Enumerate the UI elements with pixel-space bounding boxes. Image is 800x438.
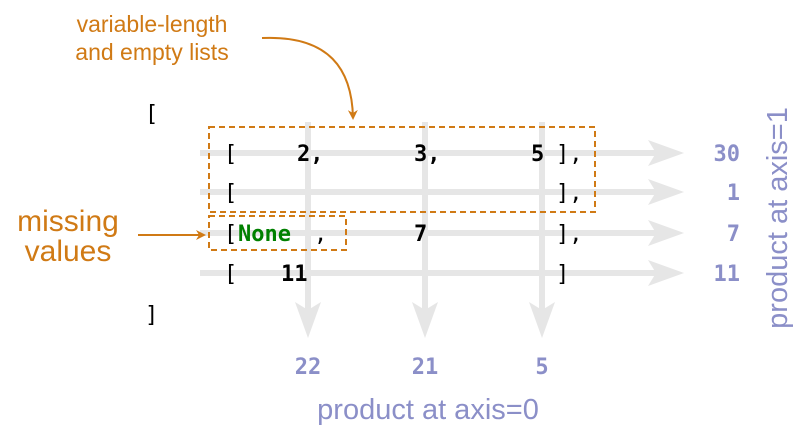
row-3: [ 11 ] — [224, 262, 569, 287]
none-cell: None — [238, 222, 291, 247]
missing-values-annotation: values — [25, 235, 112, 268]
variable-length-box — [208, 126, 596, 213]
missing-values-annotation: missing — [17, 205, 119, 238]
outer-open-bracket: [ — [145, 102, 158, 127]
row-open-bracket: [ — [224, 262, 237, 287]
axis1-results: 30 1 7 11 — [714, 142, 741, 287]
row-1: [ ], — [224, 181, 583, 206]
axis0-value: 21 — [412, 355, 439, 380]
row-close-bracket: ], — [556, 142, 583, 167]
row-close-bracket: ], — [556, 222, 583, 247]
variable-length-annotation: and empty lists — [75, 39, 228, 65]
cell: 2, — [297, 142, 324, 167]
cell-separator: , — [314, 222, 327, 247]
row-close-bracket: ], — [556, 181, 583, 206]
axis1-arrows — [200, 140, 684, 286]
row-2: [ None , 7 ], — [224, 222, 583, 247]
row-open-bracket: [ — [224, 142, 237, 167]
outer-close-bracket: ] — [145, 303, 158, 328]
cell: 11 — [281, 262, 308, 287]
axis0-value: 22 — [295, 355, 322, 380]
missing-values-box — [208, 215, 347, 251]
axis1-value: 1 — [727, 181, 740, 206]
variable-length-annotation: variable-length — [77, 11, 228, 37]
row-close-bracket: ] — [556, 262, 569, 287]
cell: 3, — [414, 142, 441, 167]
cell: 5 — [531, 142, 544, 167]
axis0-results: 22 21 5 — [295, 355, 549, 380]
row-0: [ 2, 3, 5 ], — [224, 142, 583, 167]
axis0-arrows — [295, 122, 555, 338]
axis1-label: product at axis=1 — [762, 107, 794, 329]
axis0-label: product at axis=0 — [317, 394, 539, 426]
row-open-bracket: [ — [224, 222, 237, 247]
axis1-value: 11 — [714, 262, 741, 287]
axis1-value: 7 — [727, 222, 740, 247]
axis0-value: 5 — [535, 355, 548, 380]
axis1-value: 30 — [714, 142, 741, 167]
cell: 7 — [414, 222, 427, 247]
row-open-bracket: [ — [224, 181, 237, 206]
annotation-arrow — [261, 36, 358, 120]
